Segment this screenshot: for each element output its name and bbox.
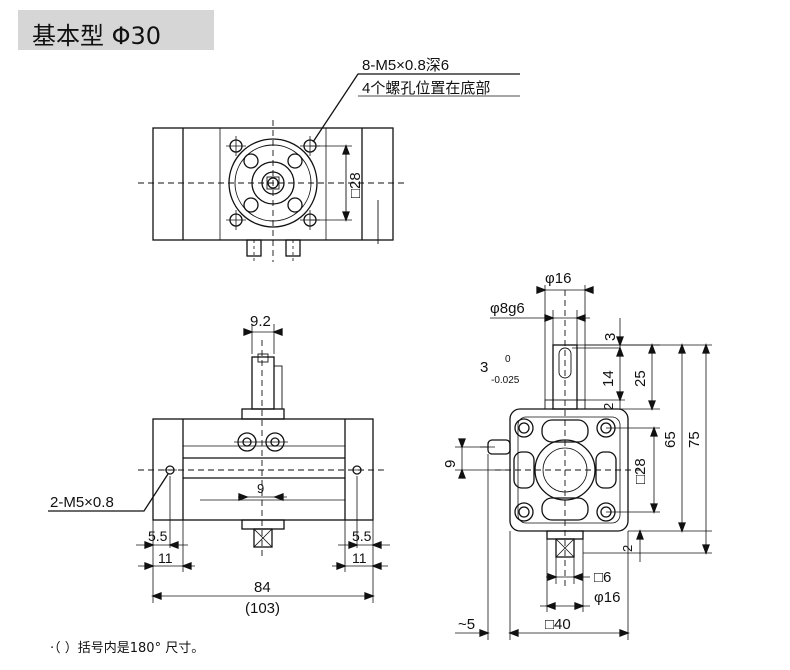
- dim-side-sq40: □40: [545, 616, 571, 633]
- dim-side-sq6: □6: [594, 569, 611, 586]
- footnote: ·（ ）括号内是180° 尺寸。: [50, 641, 205, 656]
- page-title: 基本型 Φ30: [32, 22, 162, 50]
- dim-side-65: 65: [662, 431, 679, 448]
- dim-side-5: ~5: [458, 616, 475, 633]
- callout-side-holes: 2-M5×0.8: [50, 494, 114, 511]
- dim-side-sq28: □28: [632, 458, 649, 484]
- dim-front-9: 9: [257, 481, 264, 496]
- dim-front-5-5-left: 5.5: [148, 528, 168, 544]
- title-box: 基本型 Φ30: [18, 10, 214, 50]
- dim-side-9: 9: [442, 460, 459, 468]
- dim-side-2-bottom: 2: [620, 545, 635, 552]
- dim-top-sq28: □28: [347, 172, 364, 198]
- dim-side-tol-lower: -0.025: [491, 375, 520, 386]
- dim-front-11-right: 11: [352, 550, 367, 566]
- dim-front-84: 84: [254, 579, 271, 596]
- callout-bottom-holes-line1: 8-M5×0.8深6: [362, 57, 449, 74]
- front-view-body: [152, 418, 374, 521]
- dim-front-11-left: 11: [158, 550, 173, 566]
- side-view: [455, 285, 712, 640]
- dim-side-75: 75: [686, 431, 703, 448]
- dim-front-9-2: 9.2: [250, 313, 271, 330]
- front-view: [48, 324, 390, 603]
- dim-side-phi8g6: φ8g6: [490, 300, 525, 317]
- dim-side-3: 3: [602, 333, 619, 341]
- dim-front-5-5-right: 5.5: [352, 528, 372, 544]
- dim-side-14: 14: [600, 370, 617, 387]
- callout-bottom-holes-line2: 4个螺孔位置在底部: [362, 80, 490, 97]
- dim-side-phi16-bottom: φ16: [594, 589, 620, 606]
- dim-side-tol-upper: 0: [505, 354, 511, 365]
- dim-side-tol-base: 3: [480, 359, 488, 376]
- dim-side-25: 25: [632, 370, 649, 387]
- dim-side-2-top: 2: [601, 403, 616, 410]
- top-view: [138, 73, 520, 264]
- dim-side-phi16-top: φ16: [545, 270, 571, 287]
- dim-front-103: (103): [245, 600, 280, 617]
